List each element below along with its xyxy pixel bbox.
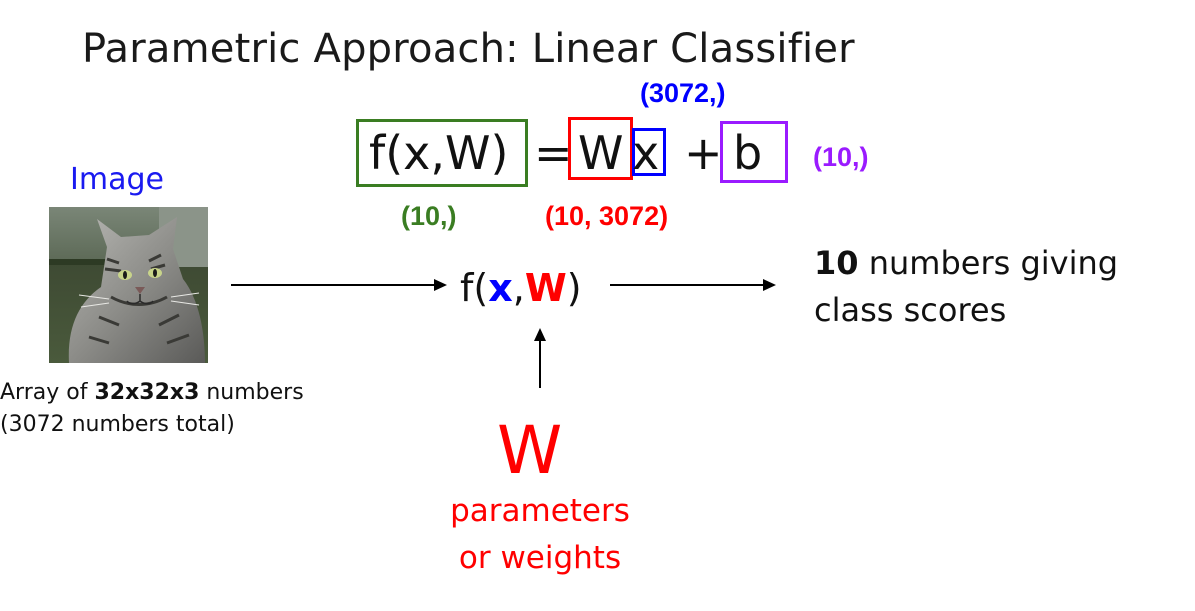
fx-x: x xyxy=(488,266,513,310)
fx-prefix: f( xyxy=(460,266,488,310)
fx-comma: , xyxy=(513,266,525,310)
equation-x: x xyxy=(632,130,659,176)
fx-w: W xyxy=(525,266,567,310)
input-desc-prefix: Array of xyxy=(0,380,94,405)
function-expression: f(x,W) xyxy=(460,266,582,310)
output-line2: class scores xyxy=(814,291,1006,329)
x-dim-label: (3072,) xyxy=(640,78,726,109)
w-dim-label: (10, 3072) xyxy=(545,201,668,232)
fx-suffix: ) xyxy=(567,266,582,310)
output-line1-rest: numbers giving xyxy=(859,244,1119,282)
equals-sign: = xyxy=(534,130,573,176)
input-desc-suffix: numbers xyxy=(199,380,303,405)
input-description: Array of 32x32x3 numbers (3072 numbers t… xyxy=(0,377,304,441)
input-desc-line2: (3072 numbers total) xyxy=(0,412,235,437)
slide-title: Parametric Approach: Linear Classifier xyxy=(82,26,855,72)
weights-caption-line2: or weights xyxy=(459,540,621,576)
image-label: Image xyxy=(70,162,164,197)
input-desc-bold: 32x32x3 xyxy=(94,380,199,405)
weights-caption-line1: parameters xyxy=(450,493,630,529)
weights-symbol: W xyxy=(497,418,562,484)
output-count: 10 xyxy=(814,244,859,282)
b-dim-label: (10,) xyxy=(813,142,869,173)
plus-sign: + xyxy=(684,130,723,176)
equation-lhs: f(x,W) xyxy=(369,130,508,176)
equation-b: b xyxy=(733,130,762,176)
lhs-dim-label: (10,) xyxy=(401,201,457,232)
weights-caption: parameters or weights xyxy=(440,488,640,583)
equation-w: W xyxy=(578,130,623,176)
output-description: 10 numbers giving class scores xyxy=(814,240,1118,335)
cat-photo xyxy=(49,207,208,363)
